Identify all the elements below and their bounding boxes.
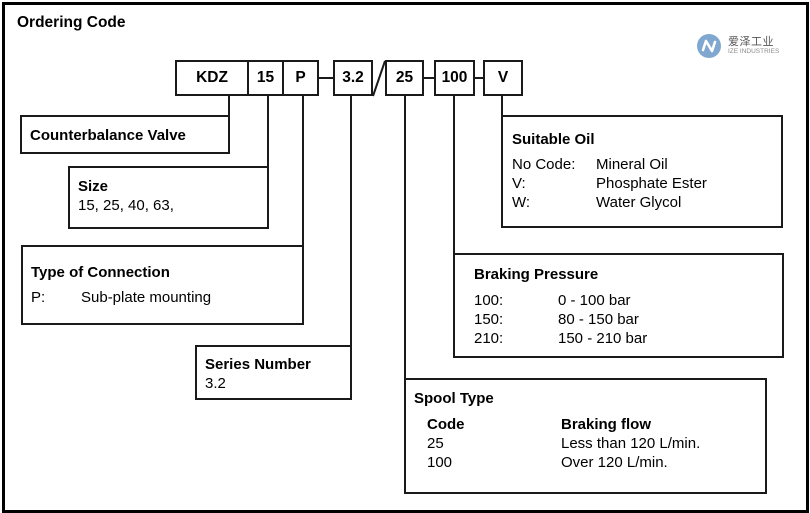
oil-code: V: <box>512 175 526 192</box>
separator-dash <box>319 77 333 79</box>
pressure-range: 80 - 150 bar <box>558 311 639 328</box>
connection-code: P: <box>31 289 46 306</box>
spool-desc: Over 120 L/min. <box>561 454 668 471</box>
connection-desc: Sub-plate mounting <box>81 289 212 306</box>
oil-type: Water Glycol <box>596 194 682 211</box>
braking-pressure-heading: Braking Pressure <box>474 266 599 283</box>
connection-heading: Type of Connection <box>31 264 170 281</box>
oil-code: W: <box>512 194 531 211</box>
connector-line <box>404 96 406 379</box>
connector-line <box>350 96 352 346</box>
connector-line <box>453 96 455 254</box>
separator-dash <box>424 77 434 79</box>
spool-row: 100 Over 120 L/min. <box>414 453 765 472</box>
connector-line <box>302 96 304 246</box>
spool-desc: Less than 120 L/min. <box>561 435 701 452</box>
spool-type-box: Spool Type Code Braking flow 25 Less tha… <box>404 378 767 494</box>
page-title: Ordering Code <box>17 14 126 31</box>
series-number-box: Series Number 3.2 <box>195 345 352 400</box>
code-segment-connection: P <box>282 60 319 96</box>
pressure-code: 150: <box>474 311 504 328</box>
connection-box: Type of Connection P: Sub-plate mounting <box>21 245 304 325</box>
oil-row: V: Phosphate Ester <box>512 174 781 193</box>
ize-logo-icon <box>697 34 721 58</box>
size-values: 15, 25, 40, 63, <box>78 197 174 214</box>
pressure-row: 210: 150 - 210 bar <box>474 329 782 348</box>
size-heading: Size <box>78 178 109 195</box>
series-number-value: 3.2 <box>205 375 226 392</box>
spool-col-code: Code <box>427 416 465 433</box>
braking-pressure-box: Braking Pressure 100: 0 - 100 bar 150: 8… <box>453 253 784 358</box>
connection-row: P: Sub-plate mounting <box>31 288 302 307</box>
oil-row: No Code: Mineral Oil <box>512 155 781 174</box>
connector-line <box>267 96 269 167</box>
connector-line <box>501 96 503 116</box>
spool-code: 25 <box>427 435 444 452</box>
pressure-range: 0 - 100 bar <box>558 292 631 309</box>
code-segment-pressure: 100 <box>434 60 475 96</box>
spool-code: 100 <box>427 454 453 471</box>
pressure-range: 150 - 210 bar <box>558 330 648 347</box>
valve-type-heading: Counterbalance Valve <box>30 127 186 144</box>
separator-slash <box>372 60 386 97</box>
size-box: Size 15, 25, 40, 63, <box>68 166 269 229</box>
suitable-oil-heading: Suitable Oil <box>512 131 595 148</box>
oil-row: W: Water Glycol <box>512 193 781 212</box>
code-segment-oil: V <box>483 60 523 96</box>
spool-header-row: Code Braking flow <box>414 415 765 434</box>
oil-type: Mineral Oil <box>596 156 668 173</box>
logo-name-cn: 爱泽工业 <box>728 36 774 48</box>
pressure-row: 100: 0 - 100 bar <box>474 291 782 310</box>
code-segment-size: 15 <box>247 60 284 96</box>
code-segment-spool: 25 <box>385 60 424 96</box>
oil-code: No Code: <box>512 156 576 173</box>
code-segment-series: KDZ <box>175 60 249 96</box>
spool-row: 25 Less than 120 L/min. <box>414 434 765 453</box>
spool-col-flow: Braking flow <box>561 416 652 433</box>
logo-name-en: IZE INDUSTRIES <box>728 48 780 55</box>
code-segment-series-number: 3.2 <box>333 60 373 96</box>
separator-dash <box>475 77 484 79</box>
suitable-oil-box: Suitable Oil No Code: Mineral Oil V: Pho… <box>501 115 783 228</box>
valve-type-box: Counterbalance Valve <box>20 115 230 154</box>
series-number-heading: Series Number <box>205 356 311 373</box>
oil-type: Phosphate Ester <box>596 175 707 192</box>
pressure-code: 210: <box>474 330 504 347</box>
spool-type-heading: Spool Type <box>414 390 494 407</box>
pressure-code: 100: <box>474 292 504 309</box>
brand-logo: 爱泽工业 IZE INDUSTRIES <box>696 33 779 59</box>
pressure-row: 150: 80 - 150 bar <box>474 310 782 329</box>
connector-line <box>228 96 230 116</box>
